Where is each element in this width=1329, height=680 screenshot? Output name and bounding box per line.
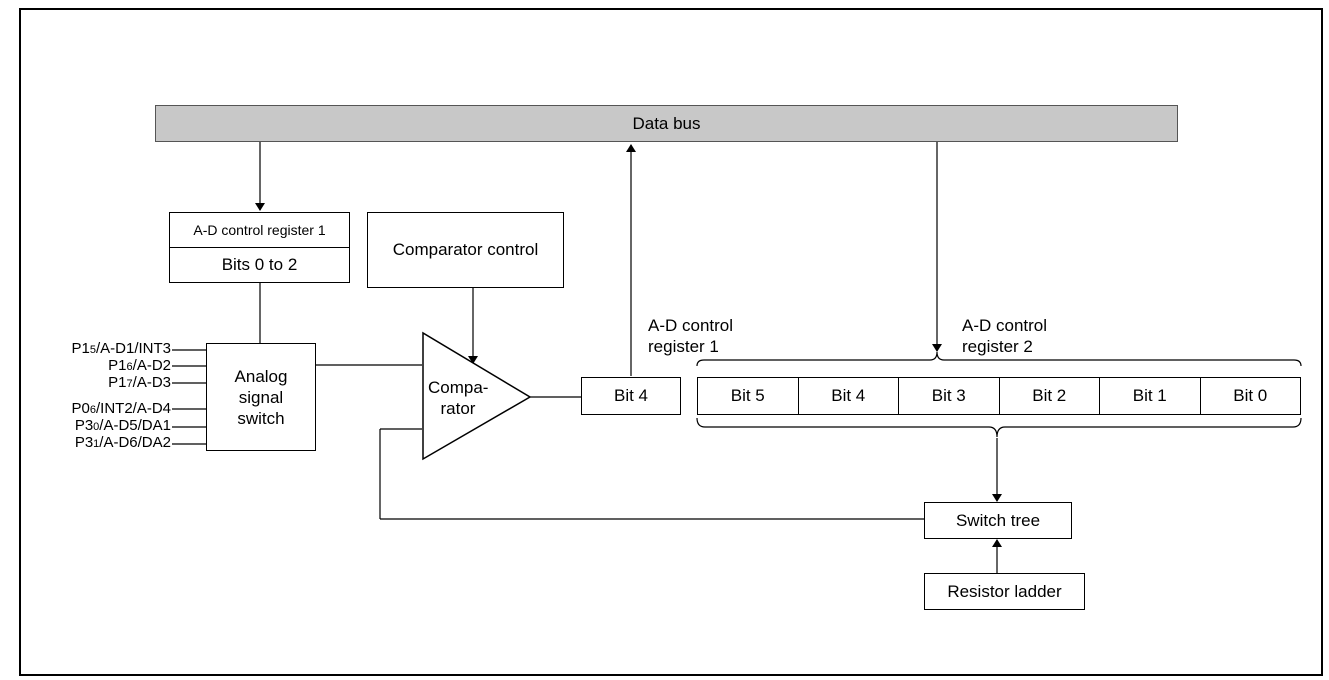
switch-tree: Switch tree	[924, 502, 1072, 539]
pin-label: P16/A-D2	[108, 357, 171, 374]
pin-label: P31/A-D6/DA2	[74, 434, 171, 451]
adcr1-caption: A-D control register 1	[648, 315, 733, 357]
resistor-ladder: Resistor ladder	[924, 573, 1085, 610]
adcr1-bits: Bits 0 to 2	[221, 255, 298, 274]
adcr1-caption-line1: A-D control	[648, 316, 734, 335]
adcr2-register: Bit 5 Bit 4 Bit 3 Bit 2 Bit 1 Bit 0	[697, 377, 1301, 415]
diagram-frame	[19, 8, 1323, 676]
comparator-control-label: Comparator control	[392, 240, 539, 259]
adcr2-bit: Bit 2	[1000, 378, 1100, 414]
pin-label: P17/A-D3	[108, 374, 171, 391]
data-bus-label: Data bus	[632, 113, 701, 133]
adcr1-block: A-D control register 1 Bits 0 to 2	[169, 212, 350, 283]
adcr2-bit: Bit 3	[899, 378, 1000, 414]
adcr2-caption-line2: register 2	[962, 337, 1033, 356]
data-bus: Data bus	[155, 105, 1178, 142]
adcr1-bit4: Bit 4	[581, 377, 681, 415]
adcr2-bit: Bit 1	[1100, 378, 1201, 414]
pin-label: P06/INT2/A-D4	[71, 400, 172, 417]
analog-switch-line2: signal	[238, 387, 284, 407]
adcr2-caption: A-D control register 2	[962, 315, 1047, 357]
switch-tree-label: Switch tree	[955, 510, 1041, 530]
comparator-label: Compa- rator	[428, 377, 488, 419]
comparator-line1: Compa-	[428, 378, 489, 397]
adcr2-bit: Bit 5	[698, 378, 799, 414]
pin-label: P15/A-D1/INT3	[71, 340, 172, 357]
adcr2-bit: Bit 4	[799, 378, 899, 414]
resistor-ladder-label: Resistor ladder	[947, 581, 1062, 601]
adcr1-caption-line2: register 1	[648, 337, 719, 356]
analog-switch-line3: switch	[237, 408, 285, 428]
comparator-control: Comparator control	[367, 212, 564, 288]
adcr2-caption-line1: A-D control	[962, 316, 1048, 335]
analog-switch-line1: Analog	[234, 366, 288, 386]
pin-label: P30/A-D5/DA1	[74, 417, 171, 434]
adcr2-bit: Bit 0	[1233, 386, 1268, 405]
analog-signal-switch: Analog signal switch	[206, 343, 316, 451]
adcr1-bit4-label: Bit 4	[613, 386, 649, 405]
comparator-line2: rator	[440, 399, 476, 418]
comparator-triangle	[422, 331, 532, 461]
adcr1-title: A-D control register 1	[170, 213, 349, 248]
